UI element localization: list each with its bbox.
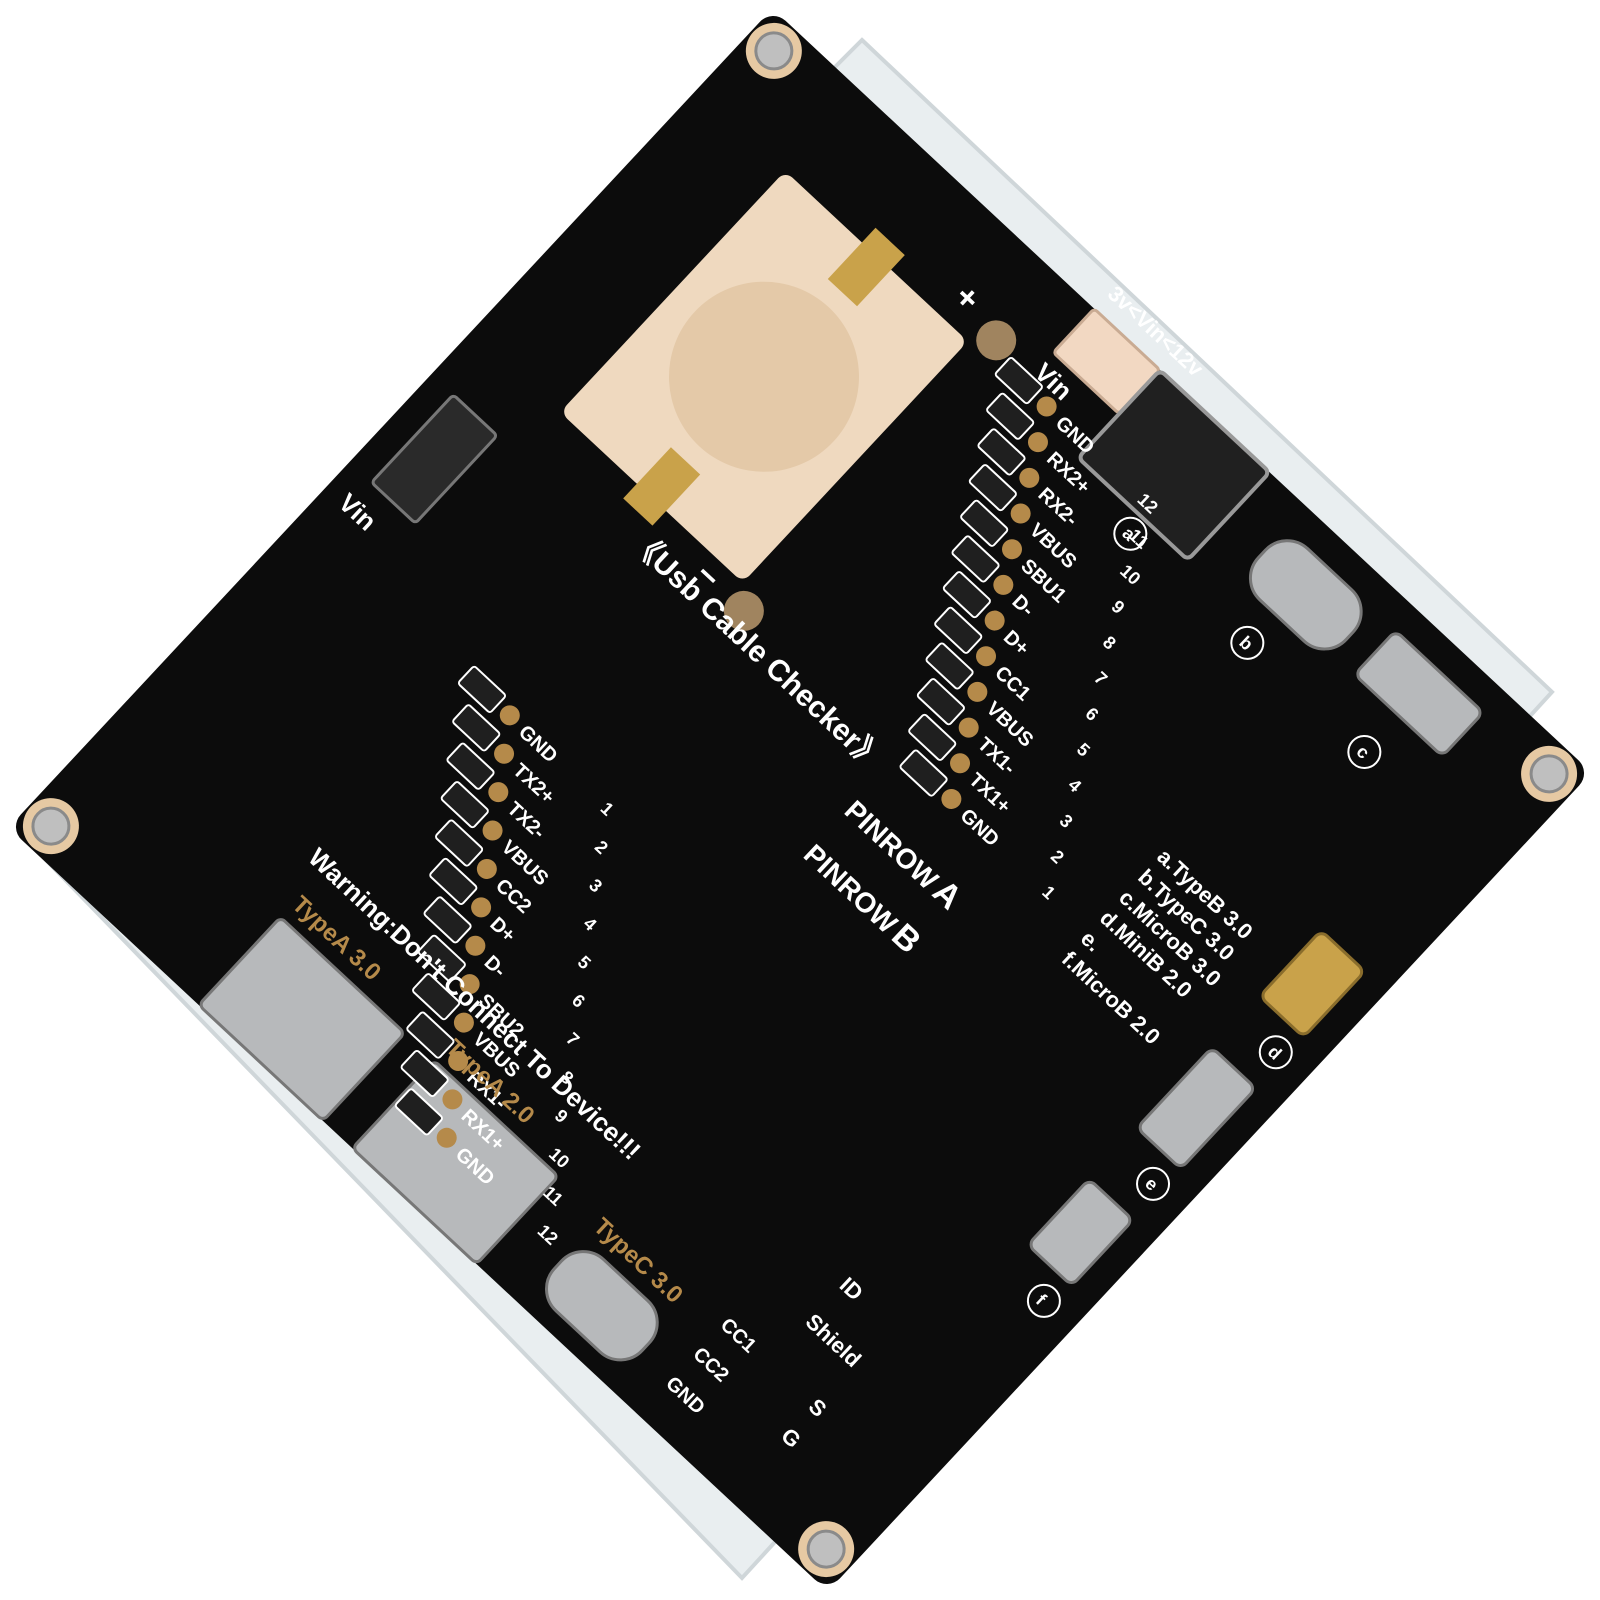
port-letter-badge — [1347, 734, 1382, 769]
led — [394, 1088, 443, 1136]
port-letter-badge — [1113, 516, 1148, 551]
typea-3-port — [199, 918, 404, 1120]
led — [986, 392, 1035, 440]
test-pad — [471, 897, 492, 918]
test-pad — [448, 1050, 469, 1071]
test-pad — [436, 1127, 457, 1148]
test-pad — [1027, 432, 1048, 453]
test-pad — [494, 743, 515, 764]
test-pad — [488, 782, 509, 803]
led — [417, 934, 466, 982]
led — [916, 678, 965, 726]
coin-cell-holder — [564, 174, 964, 579]
microb-3-port — [1356, 632, 1482, 755]
test-pad — [453, 1012, 474, 1033]
test-pad — [1019, 467, 1040, 488]
test-pad — [499, 705, 520, 726]
led — [423, 896, 472, 944]
test-pad — [442, 1089, 463, 1110]
port-letter-badge — [1230, 625, 1265, 660]
test-pad — [976, 646, 997, 667]
port-letter-badge — [1026, 1283, 1061, 1318]
typec-3-port — [545, 1250, 659, 1362]
test-pad — [1010, 503, 1031, 524]
led — [406, 1011, 455, 1059]
microb-2-port — [1029, 1180, 1132, 1284]
led — [960, 499, 1009, 547]
led — [446, 742, 495, 790]
test-pad — [1001, 539, 1022, 560]
power-slide-switch[interactable] — [371, 394, 498, 524]
screw-icon — [745, 22, 802, 79]
battery-plus-pad — [976, 320, 1017, 361]
test-pad — [950, 753, 971, 774]
typec-port-b — [1248, 539, 1363, 651]
led — [440, 781, 489, 829]
minib-2-port — [1261, 932, 1364, 1036]
test-pad — [941, 788, 962, 809]
test-pad — [1036, 396, 1057, 417]
led — [977, 428, 1026, 476]
led — [908, 713, 957, 761]
screw-icon — [1521, 745, 1578, 802]
led — [457, 665, 507, 713]
led — [994, 357, 1043, 405]
test-pad — [459, 974, 480, 995]
test-pad — [984, 610, 1005, 631]
led — [435, 819, 484, 867]
led — [412, 973, 461, 1021]
typeb-3-port — [1078, 370, 1270, 560]
screw-icon — [798, 1521, 855, 1578]
port-letter-badge — [1258, 1035, 1293, 1070]
led — [968, 464, 1017, 512]
led — [951, 535, 1000, 583]
led — [452, 704, 501, 752]
test-pad — [993, 574, 1014, 595]
led — [925, 642, 974, 690]
battery-minus-pad — [723, 590, 764, 631]
led — [934, 606, 983, 654]
led — [899, 749, 948, 797]
led — [400, 1049, 449, 1098]
port-letter-badge — [1136, 1166, 1171, 1201]
led — [942, 571, 991, 619]
test-pad — [465, 935, 486, 956]
test-pad — [967, 681, 988, 702]
test-pad — [958, 717, 979, 738]
led — [429, 857, 478, 905]
screw-icon — [22, 798, 79, 855]
test-pad — [482, 820, 503, 841]
test-pad — [476, 858, 497, 879]
port-e — [1138, 1049, 1255, 1167]
